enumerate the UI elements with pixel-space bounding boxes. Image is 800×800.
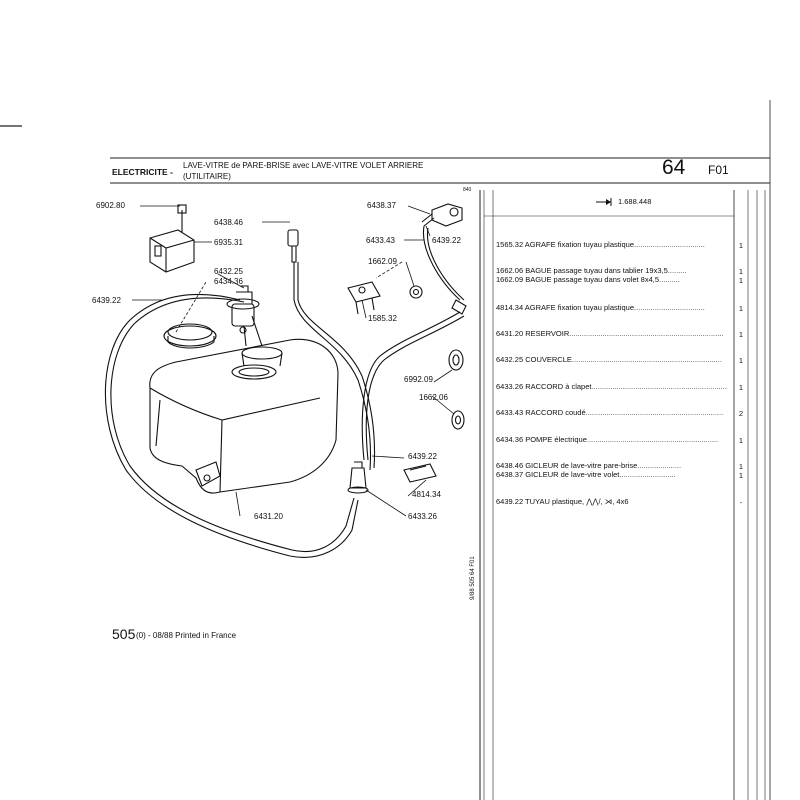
callout-label: 6431.20 bbox=[254, 512, 283, 521]
diagram-ref: 840 bbox=[463, 187, 472, 193]
diagram-vertical-ref: 9/88 505 64 F01 bbox=[470, 556, 476, 600]
callout-label: 6433.43 bbox=[366, 236, 395, 245]
callout-label: 6438.46 bbox=[214, 218, 243, 227]
table-qty: 1 bbox=[738, 241, 744, 250]
group-code: F01 bbox=[708, 163, 729, 177]
callout-label: 6433.26 bbox=[408, 512, 437, 521]
callout-label: 6935.31 bbox=[214, 238, 243, 247]
table-qty: 1 bbox=[738, 356, 744, 365]
callout-label: 6439.22 bbox=[408, 452, 437, 461]
table-row: 6431.20 RESERVOIR.......................… bbox=[496, 330, 724, 338]
page-title: LAVE-VITRE de PARE-BRISE avec LAVE-VITRE… bbox=[183, 161, 424, 170]
table-row: 4814.34 AGRAFE fixation tuyau plastique.… bbox=[496, 304, 705, 312]
callout-label: 1585.32 bbox=[368, 314, 397, 323]
page-number: 505 bbox=[112, 626, 136, 642]
group-number: 64 bbox=[662, 156, 686, 179]
table-row: 6438.46 GICLEUR de lave-vitre pare-brise… bbox=[496, 462, 682, 470]
table-row: 6432.25 COUVERCLE.......................… bbox=[496, 356, 722, 364]
callout-label: 6439.22 bbox=[432, 236, 461, 245]
table-qty: 1 bbox=[738, 436, 744, 445]
table-qty: 1 bbox=[738, 471, 744, 480]
print-info: (0) - 08/88 Printed in France bbox=[136, 631, 237, 640]
table-row: 6433.43 RACCORD coudé...................… bbox=[496, 409, 724, 417]
page-subtitle: (UTILITAIRE) bbox=[183, 172, 231, 181]
table-qty: 1 bbox=[738, 276, 744, 285]
table-row: 6433.26 RACCORD à clapet................… bbox=[496, 383, 727, 391]
table-qty: 1 bbox=[738, 330, 744, 339]
table-qty: 1 bbox=[738, 383, 744, 392]
callout-label: 6902.80 bbox=[96, 201, 125, 210]
table-qty: 1 bbox=[738, 462, 744, 471]
table-row: 6439.22 TUYAU plastique, ⋀⋀/, ⋊, 4x6 bbox=[496, 498, 629, 506]
callout-label: 6992.09 bbox=[404, 375, 433, 384]
table-qty: 1 bbox=[738, 267, 744, 276]
callout-label: 6432.25 bbox=[214, 267, 243, 276]
table-qty: 1 bbox=[738, 304, 744, 313]
table-qty: 2 bbox=[738, 409, 744, 418]
table-row: 1565.32 AGRAFE fixation tuyau plastique.… bbox=[496, 241, 705, 249]
table-qty: - bbox=[739, 498, 743, 507]
serial-number: 1.688.448 bbox=[618, 197, 652, 206]
table-row: 1662.09 BAGUE passage tuyau dans volet 8… bbox=[496, 276, 680, 284]
section-title: ELECTRICITE - bbox=[112, 167, 173, 177]
callout-label: 1662.09 bbox=[368, 257, 397, 266]
callout-label: 6438.37 bbox=[367, 201, 396, 210]
table-row: 6434.36 POMPE électrique................… bbox=[496, 436, 719, 444]
callout-label: 1662.06 bbox=[419, 393, 448, 402]
table-row: 6438.37 GICLEUR de lave-vitre volet.....… bbox=[496, 471, 676, 479]
table-row: 1662.06 BAGUE passage tuyau dans tablier… bbox=[496, 267, 687, 275]
callout-label: 4814.34 bbox=[412, 490, 441, 499]
callout-label: 6434.36 bbox=[214, 277, 243, 286]
callout-label: 6439.22 bbox=[92, 296, 121, 305]
